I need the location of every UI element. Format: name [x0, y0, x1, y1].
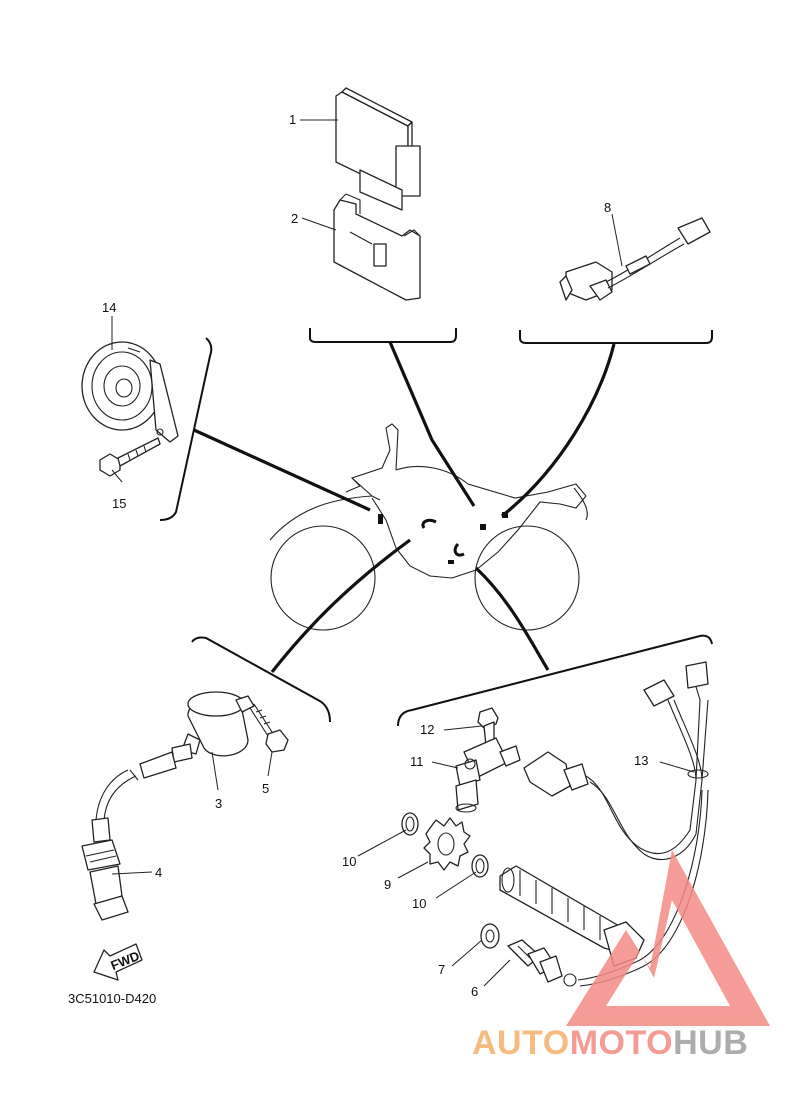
switch-part-6 — [507, 939, 563, 983]
callout-8: 8 — [604, 200, 611, 215]
plug-cap-part-4 — [81, 817, 129, 921]
callout-4: 4 — [155, 865, 162, 880]
watermark-triangle-icon — [566, 850, 770, 1026]
screw-part-5 — [249, 703, 289, 753]
sensor-part-8 — [559, 217, 711, 301]
gear-part-9 — [423, 817, 471, 871]
motorcycle-silhouette — [269, 423, 588, 631]
callout-10-lower: 10 — [412, 896, 426, 911]
callout-14: 14 — [102, 300, 116, 315]
washer-part-7 — [480, 923, 500, 949]
callout-5: 5 — [262, 781, 269, 796]
watermark-hub: HUB — [673, 1024, 748, 1062]
drawing-code: 3C51010-D420 — [68, 991, 156, 1006]
watermark-auto: AUTO — [472, 1024, 570, 1062]
callout-labels: 1 2 3 4 5 6 7 8 9 10 10 11 12 13 14 15 — [102, 112, 648, 999]
harness-part-13 — [523, 661, 709, 987]
callout-11: 11 — [410, 754, 424, 769]
bolt-part-15 — [99, 437, 161, 477]
fwd-label: FWD — [109, 948, 142, 973]
callout-10-upper: 10 — [342, 854, 356, 869]
cdi-unit-part-1 — [335, 87, 421, 211]
horn-part-14 — [81, 341, 179, 443]
leader-lines — [111, 119, 695, 987]
circlip-part-10-lower — [471, 854, 489, 878]
callout-12: 12 — [420, 722, 434, 737]
watermark-moto: MOTO — [570, 1024, 673, 1062]
callout-6: 6 — [471, 984, 478, 999]
fwd-arrow-icon: FWD — [93, 943, 143, 981]
callout-13: 13 — [634, 753, 648, 768]
ignition-coil-part-3 — [95, 691, 255, 821]
callout-3: 3 — [215, 796, 222, 811]
holder-part-2 — [333, 193, 421, 301]
svg-text:AUTOMOTOHUB: AUTOMOTOHUB — [472, 1024, 748, 1062]
sensor-part-11 — [455, 737, 521, 813]
watermark-logo: AUTOMOTOHUB — [472, 850, 770, 1062]
circlip-part-10-upper — [401, 812, 419, 836]
callout-2: 2 — [291, 211, 298, 226]
callout-1: 1 — [289, 112, 296, 127]
callout-brackets — [159, 328, 713, 727]
callout-9: 9 — [384, 877, 391, 892]
callout-15: 15 — [112, 496, 126, 511]
callout-7: 7 — [438, 962, 445, 977]
location-markers — [378, 512, 508, 564]
